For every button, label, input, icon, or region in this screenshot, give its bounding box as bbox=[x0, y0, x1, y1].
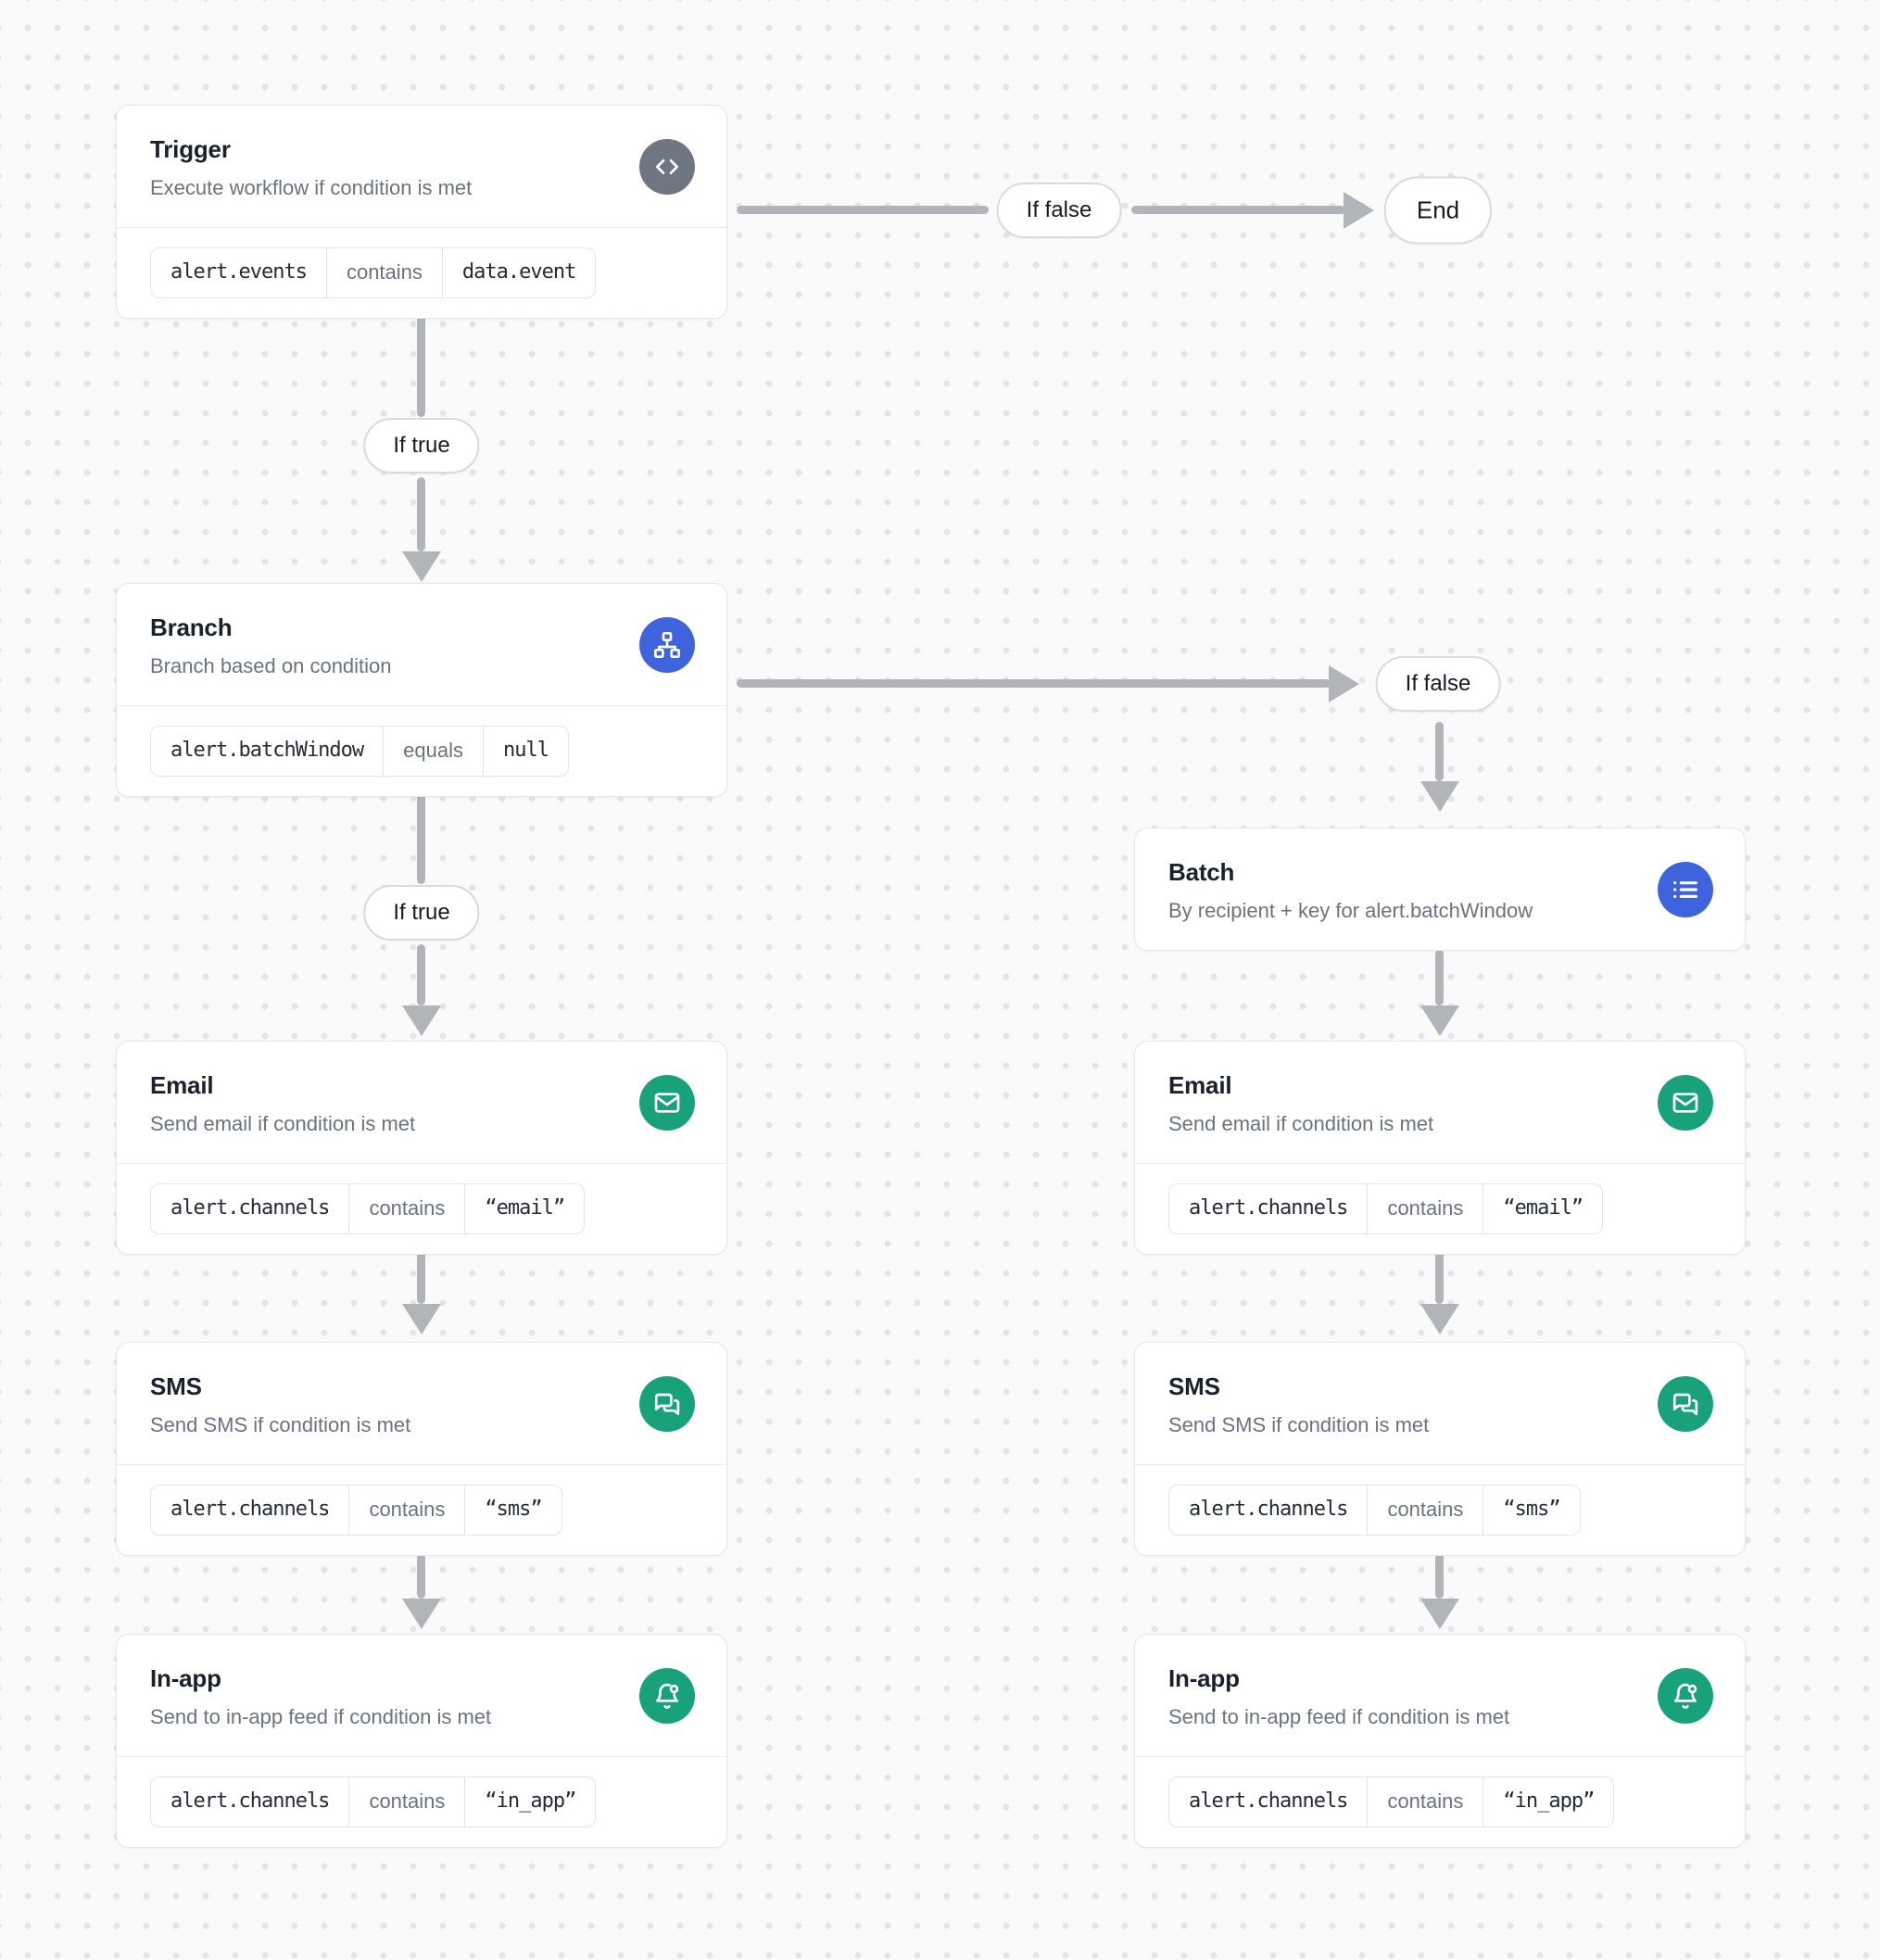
edge-line-iffalse-batch bbox=[1435, 722, 1444, 781]
edge-label-branch-if-false: If false bbox=[1375, 656, 1501, 712]
condition-value: “email” bbox=[1483, 1184, 1602, 1233]
condition-chips: alert.channels contains “sms” bbox=[1168, 1485, 1581, 1536]
code-icon bbox=[639, 139, 695, 195]
condition-field: alert.batchWindow bbox=[170, 739, 364, 763]
node-subtitle: Send email if condition is met bbox=[1168, 1111, 1434, 1135]
node-title: Email bbox=[150, 1071, 214, 1099]
node-title: Trigger bbox=[150, 135, 231, 163]
condition-chips: alert.channels contains “in_app” bbox=[1168, 1777, 1615, 1827]
condition-field: alert.channels bbox=[1189, 1498, 1348, 1522]
edge-line-sms-inapp-right bbox=[1435, 1554, 1444, 1599]
edge-line-branch-iffalse bbox=[737, 679, 1331, 688]
edge-arrowhead-inapp-left bbox=[402, 1599, 441, 1629]
edge-line-sms-inapp-left bbox=[417, 1554, 425, 1599]
edge-line-email-sms-left bbox=[417, 1248, 425, 1304]
condition-operator: contains bbox=[325, 248, 442, 297]
mail-icon bbox=[639, 1075, 695, 1131]
edge-arrowhead-email-left bbox=[402, 1005, 441, 1036]
node-title: Batch bbox=[1168, 858, 1235, 886]
edge-arrowhead-sms-left bbox=[402, 1304, 441, 1334]
condition-operator: contains bbox=[348, 1777, 464, 1827]
condition-field: alert.channels bbox=[1189, 1196, 1348, 1220]
condition-operator: contains bbox=[348, 1486, 464, 1535]
condition-field: alert.channels bbox=[1189, 1789, 1348, 1814]
condition-value: “in_app” bbox=[464, 1777, 595, 1827]
node-title: SMS bbox=[1168, 1372, 1220, 1400]
node-subtitle: By recipient + key for alert.batchWindow bbox=[1168, 898, 1533, 922]
node-title: In-app bbox=[150, 1664, 221, 1692]
node-subtitle: Branch based on condition bbox=[150, 653, 392, 677]
condition-value: “sms” bbox=[1483, 1486, 1579, 1535]
edge-arrowhead-sms-right bbox=[1420, 1304, 1459, 1334]
mail-icon bbox=[1658, 1075, 1713, 1131]
edge-arrowhead-end bbox=[1344, 192, 1374, 229]
node-title: In-app bbox=[1168, 1664, 1240, 1692]
node-inapp-left[interactable]: In-app Send to in-app feed if condition … bbox=[116, 1634, 727, 1848]
node-sms-left[interactable]: SMS Send SMS if condition is met alert.c… bbox=[116, 1342, 727, 1556]
condition-value: “email” bbox=[464, 1184, 584, 1233]
condition-operator: contains bbox=[1367, 1184, 1483, 1233]
edge-label-trigger-if-false: If false bbox=[996, 183, 1122, 238]
condition-field: alert.events bbox=[170, 260, 308, 285]
edge-line-iffalse-end bbox=[1131, 206, 1345, 214]
condition-value: null bbox=[483, 727, 568, 776]
edge-label-trigger-if-true: If true bbox=[363, 418, 480, 474]
condition-operator: contains bbox=[1367, 1486, 1483, 1535]
sitemap-icon bbox=[639, 617, 695, 673]
edge-label-branch-if-true: If true bbox=[363, 885, 480, 941]
node-subtitle: Send email if condition is met bbox=[150, 1111, 416, 1135]
condition-field: alert.channels bbox=[170, 1498, 330, 1522]
condition-chips: alert.events contains data.event bbox=[150, 247, 597, 298]
condition-field: alert.channels bbox=[170, 1196, 330, 1220]
edge-line-batch-email bbox=[1435, 950, 1444, 1005]
node-branch[interactable]: Branch Branch based on condition alert.b… bbox=[116, 583, 727, 797]
edge-arrowhead-email-right bbox=[1420, 1005, 1459, 1036]
condition-chips: alert.channels contains “sms” bbox=[150, 1485, 562, 1536]
condition-value: data.event bbox=[441, 248, 595, 297]
node-batch[interactable]: Batch By recipient + key for alert.batch… bbox=[1134, 828, 1746, 952]
edge-line-email-sms-right bbox=[1435, 1248, 1444, 1304]
condition-operator: contains bbox=[1367, 1777, 1483, 1827]
edge-line-iftrue-email bbox=[417, 944, 425, 1005]
messages-icon bbox=[639, 1376, 695, 1432]
condition-value: “in_app” bbox=[1483, 1777, 1613, 1827]
condition-operator: contains bbox=[348, 1184, 464, 1233]
node-subtitle: Send SMS if condition is met bbox=[150, 1412, 411, 1436]
condition-chips: alert.channels contains “in_app” bbox=[150, 1777, 597, 1827]
edge-line-branch-iftrue bbox=[417, 791, 425, 884]
edge-arrowhead-inapp-right bbox=[1420, 1599, 1459, 1629]
edge-arrowhead-branch bbox=[402, 551, 441, 582]
node-subtitle: Send SMS if condition is met bbox=[1168, 1412, 1430, 1436]
node-email-left[interactable]: Email Send email if condition is met ale… bbox=[116, 1041, 727, 1255]
node-inapp-right[interactable]: In-app Send to in-app feed if condition … bbox=[1134, 1634, 1746, 1848]
condition-value: “sms” bbox=[464, 1486, 561, 1535]
condition-chips: alert.channels contains “email” bbox=[150, 1183, 586, 1234]
node-title: Branch bbox=[150, 613, 233, 641]
condition-chips: alert.channels contains “email” bbox=[1168, 1183, 1604, 1234]
node-subtitle: Execute workflow if condition is met bbox=[150, 175, 473, 199]
node-subtitle: Send to in-app feed if condition is met bbox=[150, 1704, 492, 1728]
list-icon bbox=[1658, 862, 1713, 917]
end-node: End bbox=[1383, 176, 1493, 245]
node-sms-right[interactable]: SMS Send SMS if condition is met alert.c… bbox=[1134, 1342, 1746, 1556]
bell-dot-icon bbox=[639, 1668, 695, 1724]
node-trigger[interactable]: Trigger Execute workflow if condition is… bbox=[116, 105, 727, 319]
edge-arrowhead-batch bbox=[1420, 781, 1459, 812]
condition-field: alert.channels bbox=[170, 1789, 330, 1814]
condition-operator: equals bbox=[383, 727, 483, 776]
messages-icon bbox=[1658, 1376, 1713, 1432]
edge-line-iftrue-branch bbox=[417, 477, 425, 551]
node-email-right[interactable]: Email Send email if condition is met ale… bbox=[1134, 1041, 1746, 1255]
bell-dot-icon bbox=[1658, 1668, 1713, 1724]
edge-line-trigger-iftrue bbox=[417, 312, 425, 417]
edge-line-trigger-iffalse bbox=[737, 206, 989, 214]
edge-arrowhead-iffalse-right bbox=[1329, 665, 1359, 702]
node-title: SMS bbox=[150, 1372, 202, 1400]
node-subtitle: Send to in-app feed if condition is met bbox=[1168, 1704, 1510, 1728]
condition-chips: alert.batchWindow equals null bbox=[150, 726, 569, 777]
node-title: Email bbox=[1168, 1071, 1232, 1099]
